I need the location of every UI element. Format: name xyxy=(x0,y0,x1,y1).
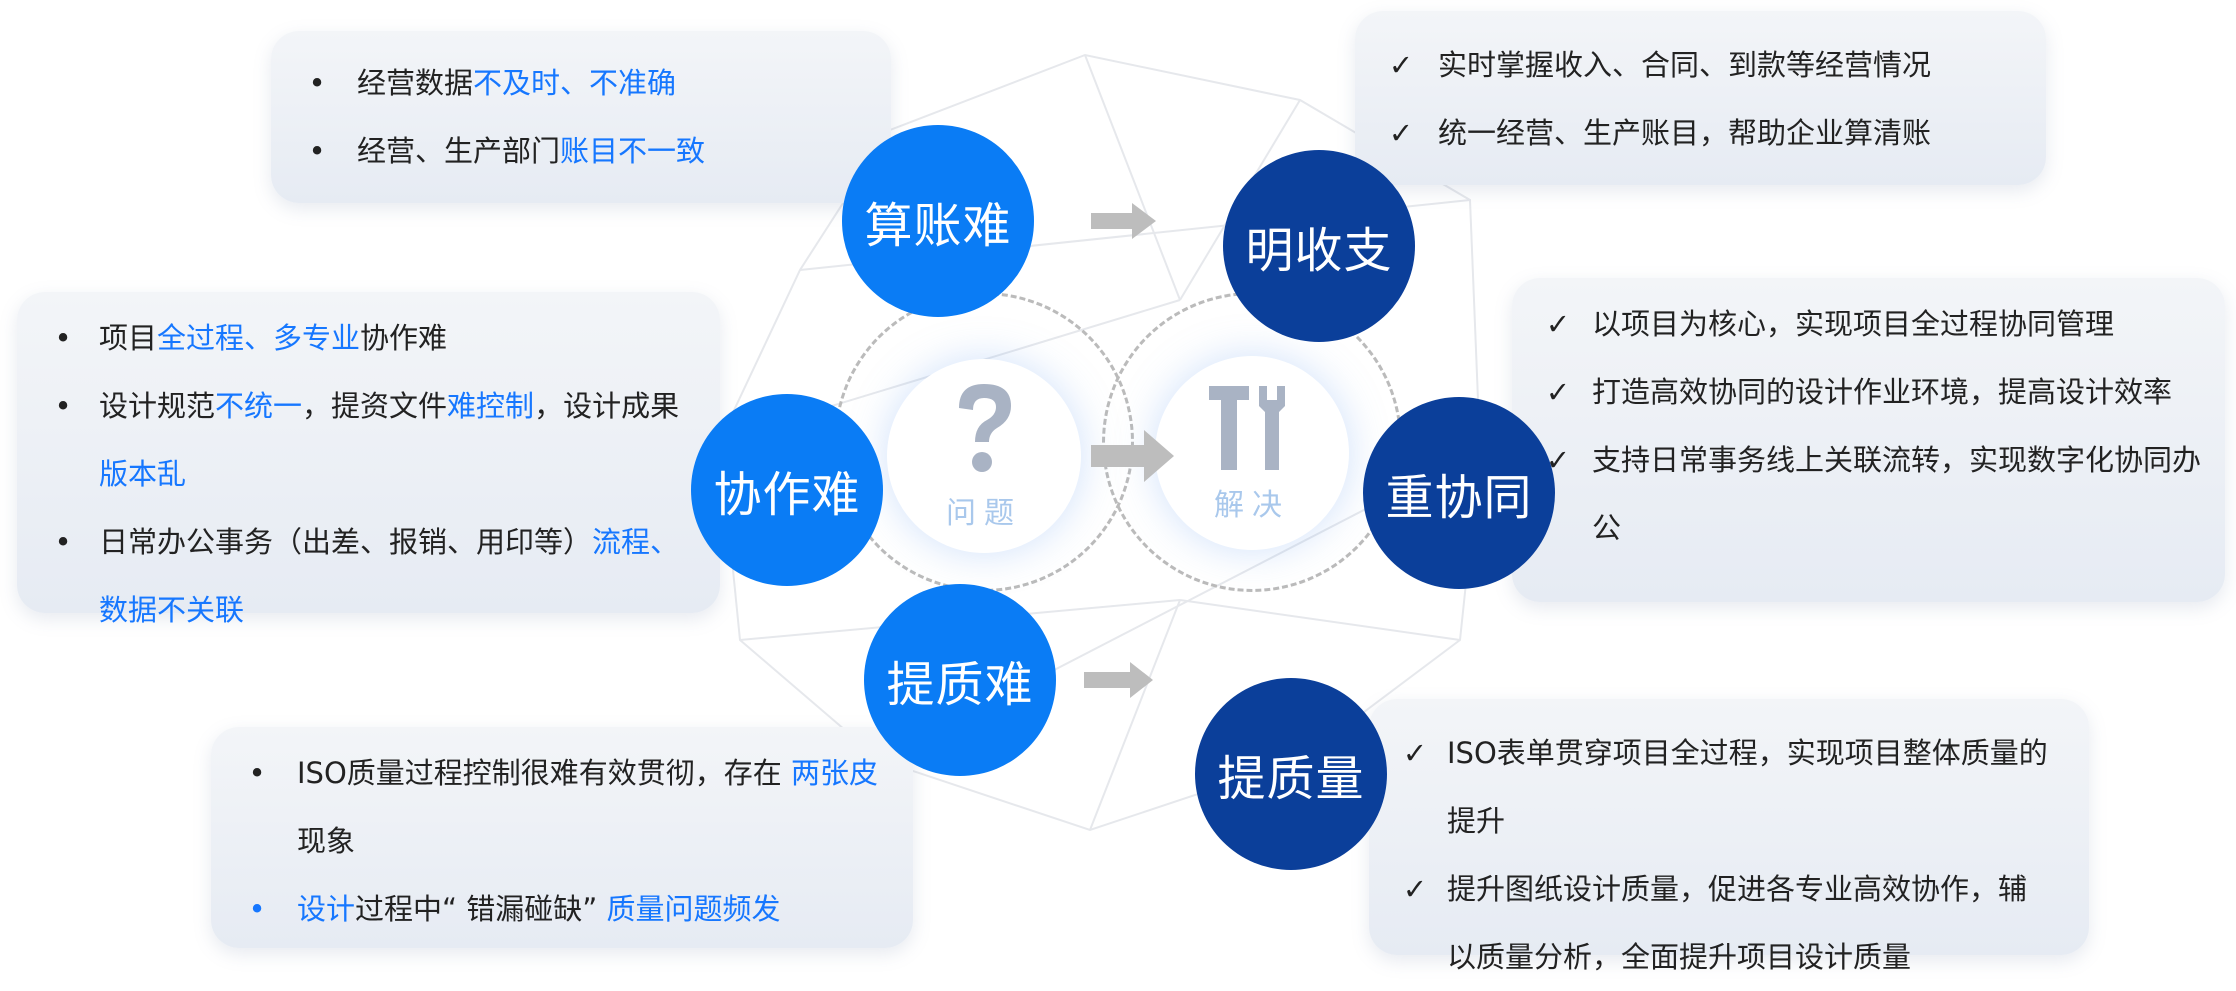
item-text: 设计规范 xyxy=(99,389,216,423)
item-highlight: 不统一 xyxy=(215,389,303,423)
problem-circle-quality: 提质难 xyxy=(864,584,1056,776)
problem-core: 问题 xyxy=(887,359,1081,553)
list-item: ✓ 以项目为核心，实现项目全过程协同管理 xyxy=(1512,290,2215,358)
check-icon: ✓ xyxy=(1388,116,1414,150)
circle-label: 算账难 xyxy=(864,198,1012,254)
item-text: 协作难 xyxy=(360,321,448,355)
bullet-icon: • xyxy=(248,756,266,790)
check-icon: ✓ xyxy=(1545,307,1571,341)
check-icon: ✓ xyxy=(1402,736,1428,770)
arrow-icon xyxy=(1091,430,1174,482)
item-highlight: 流程、数据不关联 xyxy=(99,525,680,627)
solution-box-collab: ✓ 以项目为核心，实现项目全过程协同管理 ✓ 打造高效协同的设计作业环境，提高设计效… xyxy=(1512,278,2225,602)
problem-circle-accounting: 算账难 xyxy=(842,125,1034,317)
list-item: • ISO质量过程控制很难有效贯彻，存在 两张皮现象 xyxy=(211,739,893,875)
check-icon: ✓ xyxy=(1388,48,1414,82)
item-text: 经营、生产部门 xyxy=(357,134,561,168)
item-highlight: 账目不一致 xyxy=(560,134,706,168)
item-text: ISO质量过程控制很难有效贯彻，存在 xyxy=(297,756,792,790)
circle-label: 重协同 xyxy=(1385,470,1533,526)
item-highlight: 全过程、多专业 xyxy=(157,321,361,355)
item-highlight: 设计 xyxy=(297,892,356,926)
circle-label: 提质量 xyxy=(1217,751,1365,807)
problem-label: 问题 xyxy=(946,496,1022,531)
item-highlight: 两张皮 xyxy=(791,756,879,790)
item-text: 现象 xyxy=(297,824,356,858)
solution-core: 解决 xyxy=(1155,356,1349,550)
list-item: ✓ ISO表单贯穿项目全过程，实现项目整体质量的提升 xyxy=(1369,719,2049,855)
bullet-icon: • xyxy=(54,389,72,423)
problem-box-accounting: • 经营数据不及时、不准确 • 经营、生产部门账目不一致 xyxy=(271,31,891,203)
circle-label: 提质难 xyxy=(886,657,1034,713)
item-text: 打造高效协同的设计作业环境，提高设计效率 xyxy=(1592,375,2173,409)
solution-circle-quality: 提质量 xyxy=(1195,678,1387,870)
circle-label: 协作难 xyxy=(713,467,861,523)
bullet-icon: • xyxy=(308,134,326,168)
item-text: 以项目为核心，实现项目全过程协同管理 xyxy=(1592,307,2115,341)
item-text: 支持日常事务线上关联流转，实现数字化协同办公 xyxy=(1592,443,2202,545)
bullet-icon: • xyxy=(248,892,266,926)
tools-icon xyxy=(1209,386,1285,470)
solution-box-quality: ✓ ISO表单贯穿项目全过程，实现项目整体质量的提升 ✓ 提升图纸设计质量，促进各专… xyxy=(1369,699,2089,974)
list-item: ✓支持日常事务线上关联流转，实现数字化协同办公 xyxy=(1512,426,2215,562)
item-highlight: 难控制 xyxy=(447,389,535,423)
problem-box-collab: • 项目全过程、多专业协作难 • 设计规范不统一，提资文件难控制，设计成果版本乱 •… xyxy=(17,292,720,627)
item-text: ，提资文件 xyxy=(302,389,448,423)
list-item: • 设计规范不统一，提资文件难控制，设计成果版本乱 xyxy=(17,372,690,508)
list-item: • 经营数据不及时、不准确 xyxy=(271,49,891,117)
list-item: • 经营、生产部门账目不一致 xyxy=(271,117,891,185)
item-text: ISO表单贯穿项目全过程，实现项目整体质量的提升 xyxy=(1447,736,2048,838)
arrow-icon xyxy=(1091,203,1156,239)
check-icon: ✓ xyxy=(1402,872,1428,906)
solution-box-accounting: ✓ 实时掌握收入、合同、到款等经营情况 ✓ 统一经营、生产账目，帮助企业算清账 xyxy=(1355,11,2046,185)
item-text: 日常办公事务（出差、报销、用印等） xyxy=(99,525,593,559)
item-text: 过程中“ 错漏碰缺” xyxy=(355,892,607,926)
item-text: 项目 xyxy=(99,321,158,355)
bullet-icon: • xyxy=(54,321,72,355)
item-text: 实时掌握收入、合同、到款等经营情况 xyxy=(1438,48,1932,82)
question-icon xyxy=(959,384,1011,472)
arrow-icon xyxy=(1084,662,1153,698)
solution-circle-collab: 重协同 xyxy=(1363,397,1555,589)
bullet-icon: • xyxy=(308,66,326,100)
problem-circle-collab: 协作难 xyxy=(691,394,883,586)
item-text: 经营数据 xyxy=(357,66,474,100)
item-text: 提升图纸设计质量，促进各专业高效协作，辅以质量分析，全面提升项目设计质量 xyxy=(1447,872,2028,974)
list-item: ✓ 提升图纸设计质量，促进各专业高效协作，辅以质量分析，全面提升项目设计质量 xyxy=(1369,855,2049,991)
item-text: ，设计成果 xyxy=(534,389,680,423)
solution-label: 解决 xyxy=(1214,488,1290,523)
problem-box-quality: • ISO质量过程控制很难有效贯彻，存在 两张皮现象 • 设计过程中“ 错漏碰缺” … xyxy=(211,727,913,948)
list-item: • 日常办公事务（出差、报销、用印等）流程、数据不关联 xyxy=(17,508,690,644)
bullet-icon: • xyxy=(54,525,72,559)
circle-label: 明收支 xyxy=(1245,223,1393,279)
list-item: ✓ 统一经营、生产账目，帮助企业算清账 xyxy=(1355,99,2046,167)
item-highlight: 质量问题频发 xyxy=(606,892,781,926)
check-icon: ✓ xyxy=(1545,375,1571,409)
list-item: • 项目全过程、多专业协作难 xyxy=(17,304,690,372)
list-item: ✓ 打造高效协同的设计作业环境，提高设计效率 xyxy=(1512,358,2215,426)
solution-circle-accounting: 明收支 xyxy=(1223,150,1415,342)
list-item: ✓ 实时掌握收入、合同、到款等经营情况 xyxy=(1355,31,2046,99)
item-highlight: 不及时、不准确 xyxy=(473,66,677,100)
list-item: • 设计过程中“ 错漏碰缺” 质量问题频发 xyxy=(211,875,893,943)
item-highlight: 版本乱 xyxy=(99,457,187,491)
item-text: 统一经营、生产账目，帮助企业算清账 xyxy=(1438,116,1932,150)
